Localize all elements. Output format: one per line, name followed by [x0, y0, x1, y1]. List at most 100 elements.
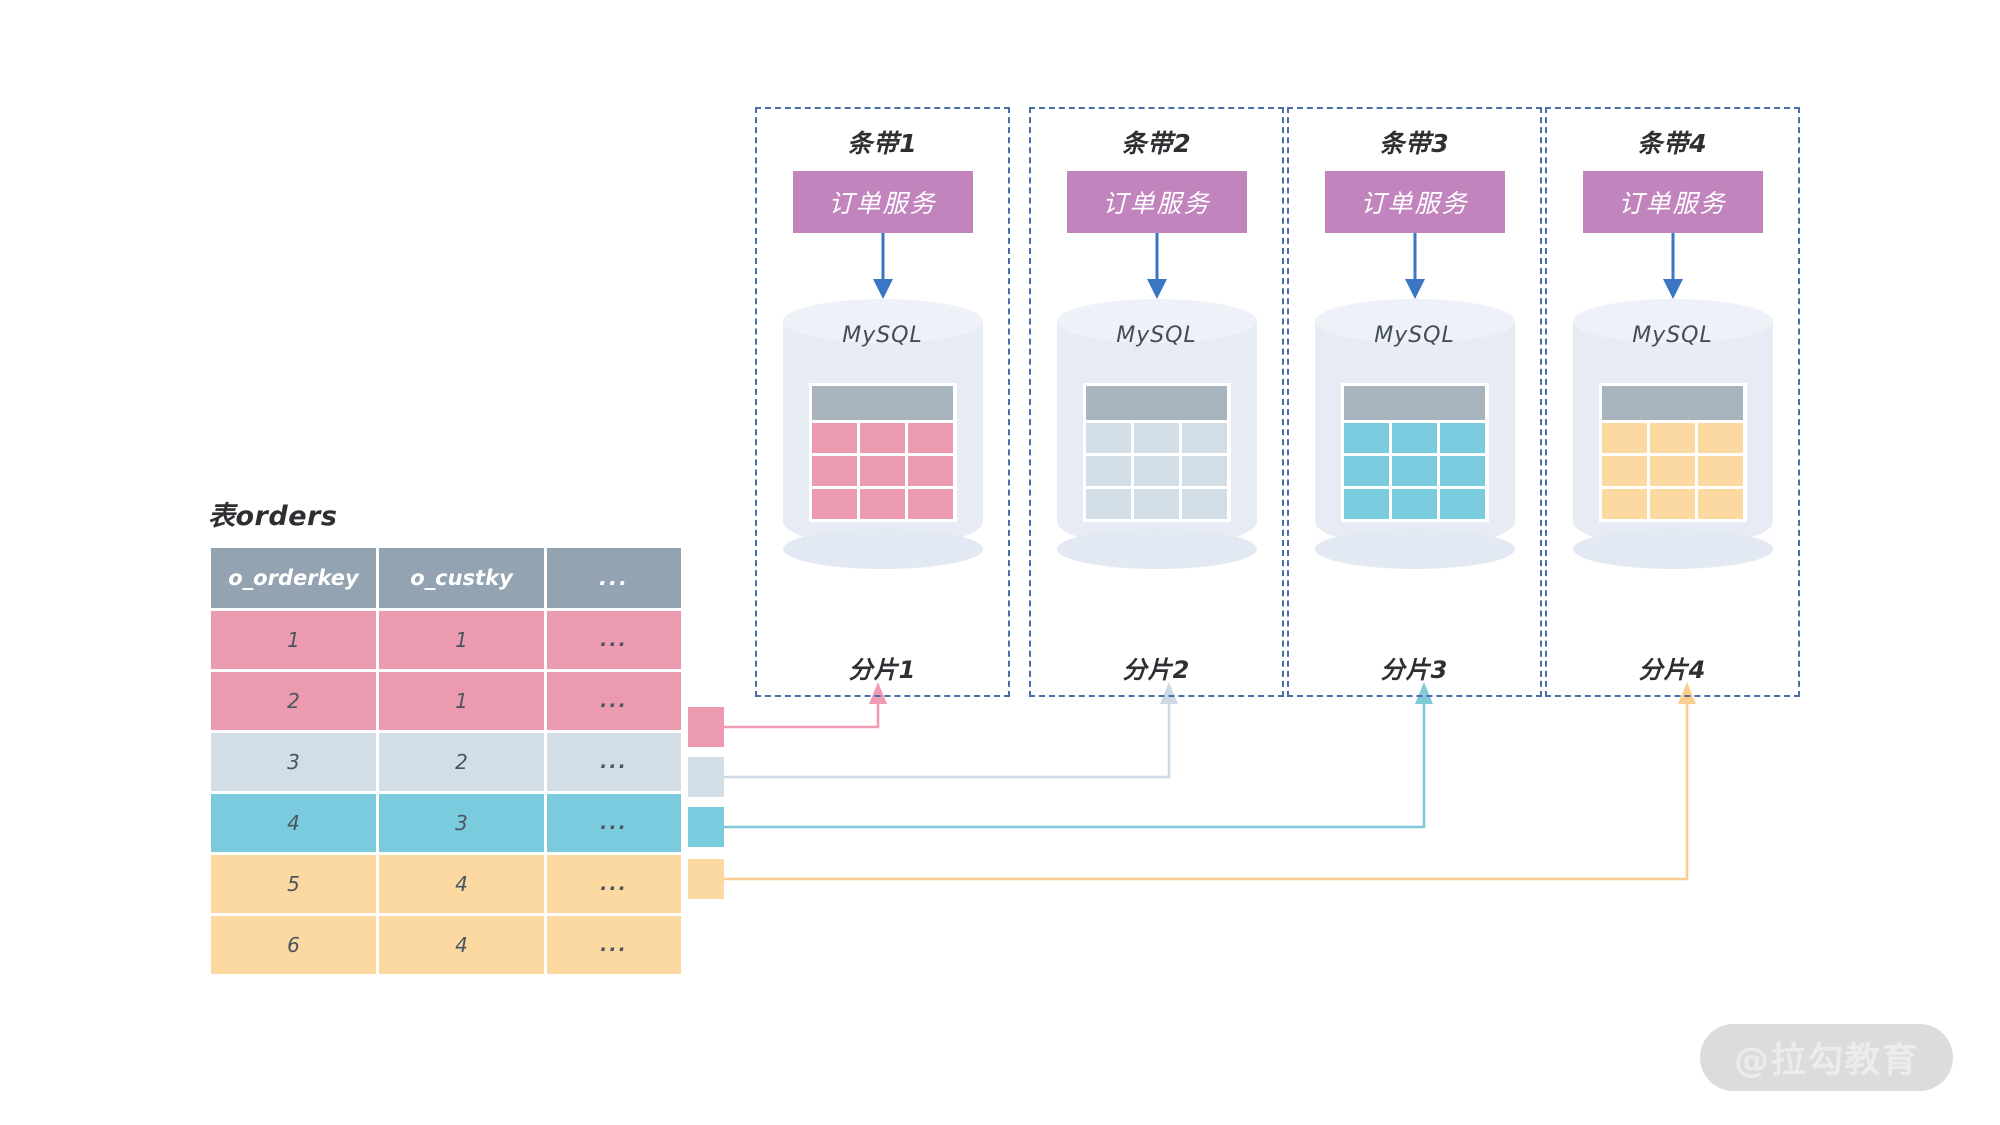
table-header-row: o_orderkey o_custky ... [211, 548, 681, 608]
shard-grid-cell [1391, 423, 1438, 453]
shard-grid-cell [811, 456, 857, 486]
column-header-orderkey: o_orderkey [211, 548, 376, 608]
shard-grid-cell [1343, 456, 1389, 486]
shard-title: 分片2 [1122, 656, 1191, 684]
table-row: 4 3 ... [211, 794, 681, 852]
cylinder-bottom [782, 529, 983, 569]
shard-grid-cell [859, 456, 906, 486]
cell-orderkey: 6 [211, 916, 376, 974]
shard-grid-header [1601, 386, 1744, 420]
shard-table-grid [808, 383, 957, 522]
cell-orderkey: 2 [211, 672, 376, 730]
order-service-label: 订单服务 [1102, 189, 1211, 218]
shard-grid-cell [908, 489, 954, 519]
shard-grid-cell [1601, 489, 1647, 519]
table-row: 2 1 ... [211, 672, 681, 730]
cylinder-top [1314, 299, 1515, 343]
cell-orderkey: 4 [211, 794, 376, 852]
column-header-custky: o_custky [379, 548, 544, 608]
stripe-panel-4: 条带4 订单服务 MySQL 分片4 [1545, 107, 1800, 697]
shard-grid-cell [1601, 423, 1647, 453]
stripe-panel-2: 条带2 订单服务 MySQL 分片2 [1029, 107, 1284, 697]
cell-ellipsis: ... [547, 916, 681, 974]
cylinder-top [782, 299, 983, 343]
cylinder-bottom [1056, 529, 1257, 569]
shard-grid-cell [1649, 456, 1696, 486]
shard-grid-cell [1085, 489, 1131, 519]
stripe-panel-3: 条带3 订单服务 MySQL 分片3 [1287, 107, 1542, 697]
swatch-shard-2 [688, 757, 724, 797]
shard-grid-cell [859, 489, 906, 519]
cell-ellipsis: ... [547, 855, 681, 913]
order-service-label: 订单服务 [1360, 189, 1469, 218]
watermark-text: @拉勾教育 [1733, 1041, 1919, 1081]
source-table: o_orderkey o_custky ... 1 1 ... 2 1 ... … [208, 545, 684, 977]
stripe-title: 条带4 [1637, 129, 1708, 158]
swatch-shard-3 [688, 807, 724, 847]
shard-grid-cell [1085, 456, 1131, 486]
table-row: 1 1 ... [211, 611, 681, 669]
column-header-ellipsis: ... [547, 548, 681, 608]
shard-grid-header [1085, 386, 1228, 420]
cell-custky: 1 [379, 611, 544, 669]
stripe-panel-1: 条带1 订单服务 MySQL 分片1 [755, 107, 1010, 697]
shard-table-grid [1082, 383, 1231, 522]
shard-grid-cell [811, 489, 857, 519]
cell-ellipsis: ... [547, 794, 681, 852]
shard-grid-cell [1649, 489, 1696, 519]
watermark: @拉勾教育 [1700, 1024, 1953, 1091]
mysql-cylinder: MySQL [1572, 299, 1773, 569]
shard-grid-cell [1133, 489, 1180, 519]
service-to-db-arrow [1662, 233, 1683, 299]
order-service-box[interactable]: 订单服务 [792, 171, 973, 233]
shard-grid-cell [859, 423, 906, 453]
connector-shard-3 [720, 682, 1433, 829]
order-service-box[interactable]: 订单服务 [1582, 171, 1763, 233]
mysql-label: MySQL [1374, 323, 1455, 348]
cell-ellipsis: ... [547, 611, 681, 669]
cell-orderkey: 1 [211, 611, 376, 669]
cell-ellipsis: ... [547, 733, 681, 791]
shard-title: 分片1 [848, 656, 917, 684]
shard-grid-cell [1343, 423, 1389, 453]
cell-custky: 2 [379, 733, 544, 791]
stripe-title: 条带1 [847, 129, 918, 158]
source-table-title: 表orders [208, 501, 338, 532]
mysql-cylinder: MySQL [1314, 299, 1515, 569]
cylinder-top [1572, 299, 1773, 343]
shard-title: 分片4 [1638, 656, 1707, 684]
cell-custky: 1 [379, 672, 544, 730]
shard-grid-cell [1133, 423, 1180, 453]
table-row: 6 4 ... [211, 916, 681, 974]
shard-grid-cell [1698, 423, 1744, 453]
shard-grid-cell [1133, 456, 1180, 486]
cell-custky: 4 [379, 916, 544, 974]
service-to-db-arrow [1404, 233, 1425, 299]
mysql-cylinder: MySQL [1056, 299, 1257, 569]
shard-grid-cell [1182, 456, 1228, 486]
shard-grid-cell [1698, 456, 1744, 486]
shard-grid-header [811, 386, 954, 420]
mysql-label: MySQL [842, 323, 923, 348]
mysql-label: MySQL [1116, 323, 1197, 348]
cylinder-bottom [1314, 529, 1515, 569]
cell-orderkey: 3 [211, 733, 376, 791]
shard-grid-cell [1440, 423, 1486, 453]
order-service-box[interactable]: 订单服务 [1324, 171, 1505, 233]
shard-grid-cell [811, 423, 857, 453]
mysql-label: MySQL [1632, 323, 1713, 348]
shard-table-grid [1340, 383, 1489, 522]
shard-title: 分片3 [1380, 656, 1449, 684]
order-service-box[interactable]: 订单服务 [1066, 171, 1247, 233]
cylinder-bottom [1572, 529, 1773, 569]
stripe-title: 条带3 [1379, 129, 1450, 158]
shard-grid-cell [1391, 456, 1438, 486]
shard-grid-cell [1182, 489, 1228, 519]
swatch-shard-1 [688, 707, 724, 747]
shard-grid-cell [908, 456, 954, 486]
mysql-cylinder: MySQL [782, 299, 983, 569]
shard-grid-cell [1085, 423, 1131, 453]
shard-grid-cell [1440, 456, 1486, 486]
swatch-shard-4 [688, 859, 724, 899]
